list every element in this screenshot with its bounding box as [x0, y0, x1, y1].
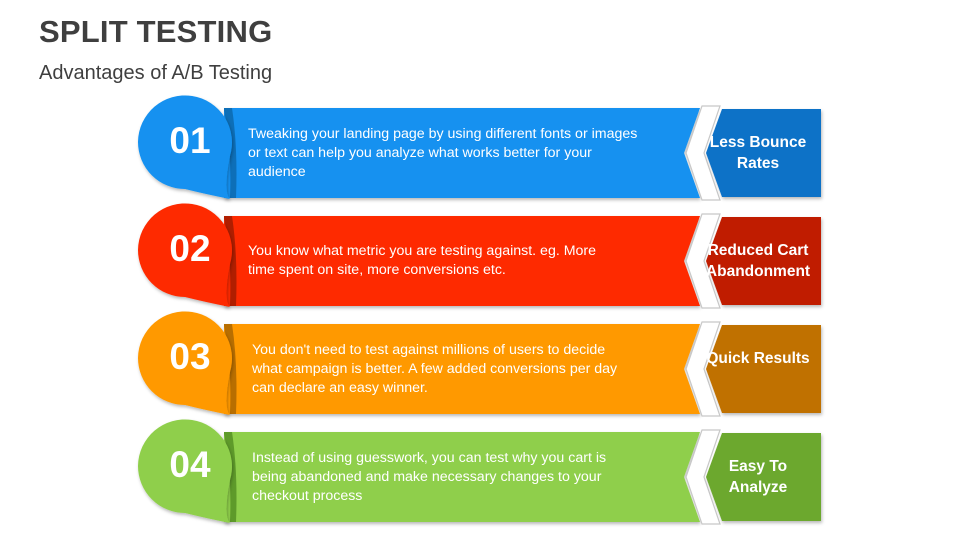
row-number: 02 [169, 228, 211, 269]
row-description: Tweaking your landing page by using diff… [248, 125, 638, 180]
row-number: 01 [169, 120, 211, 161]
chevron-separator [685, 429, 721, 525]
row-03-shapes [138, 311, 821, 417]
row-number: 03 [169, 336, 211, 377]
row-description: You don't need to test against millions … [252, 341, 618, 396]
number-badge-shape [138, 419, 232, 523]
row-tag-label: Quick Results [706, 350, 810, 367]
row-01-shapes [138, 95, 821, 201]
number-badge-shape [138, 311, 232, 415]
row-02-shapes [138, 203, 821, 309]
number-badge-shape [138, 203, 232, 307]
page-subtitle: Advantages of A/B Testing [39, 62, 273, 84]
content-band [224, 216, 700, 306]
chevron-separator [685, 105, 721, 201]
chevron-separator [685, 321, 721, 417]
row-tag-label: Easy To Analyze [728, 458, 788, 496]
chevron-separator [685, 213, 721, 309]
tag-shape [706, 433, 821, 521]
row-number: 04 [169, 444, 211, 485]
row-04-shapes [138, 419, 821, 525]
tag-shape [706, 325, 821, 413]
page-title: SPLIT TESTING [39, 14, 273, 49]
row-tag-label: Less Bounce Rates [709, 134, 807, 172]
number-badge-shape [138, 95, 232, 199]
content-band [224, 432, 700, 522]
tag-shape [706, 217, 821, 305]
row-description: Instead of using guesswork, you can test… [252, 449, 607, 504]
tag-shape [706, 109, 821, 197]
row-description: You know what metric you are testing aga… [248, 243, 597, 278]
row-tag-label: Reduced Cart Abandonment [705, 242, 811, 280]
content-band [224, 324, 700, 414]
content-band [224, 108, 700, 198]
